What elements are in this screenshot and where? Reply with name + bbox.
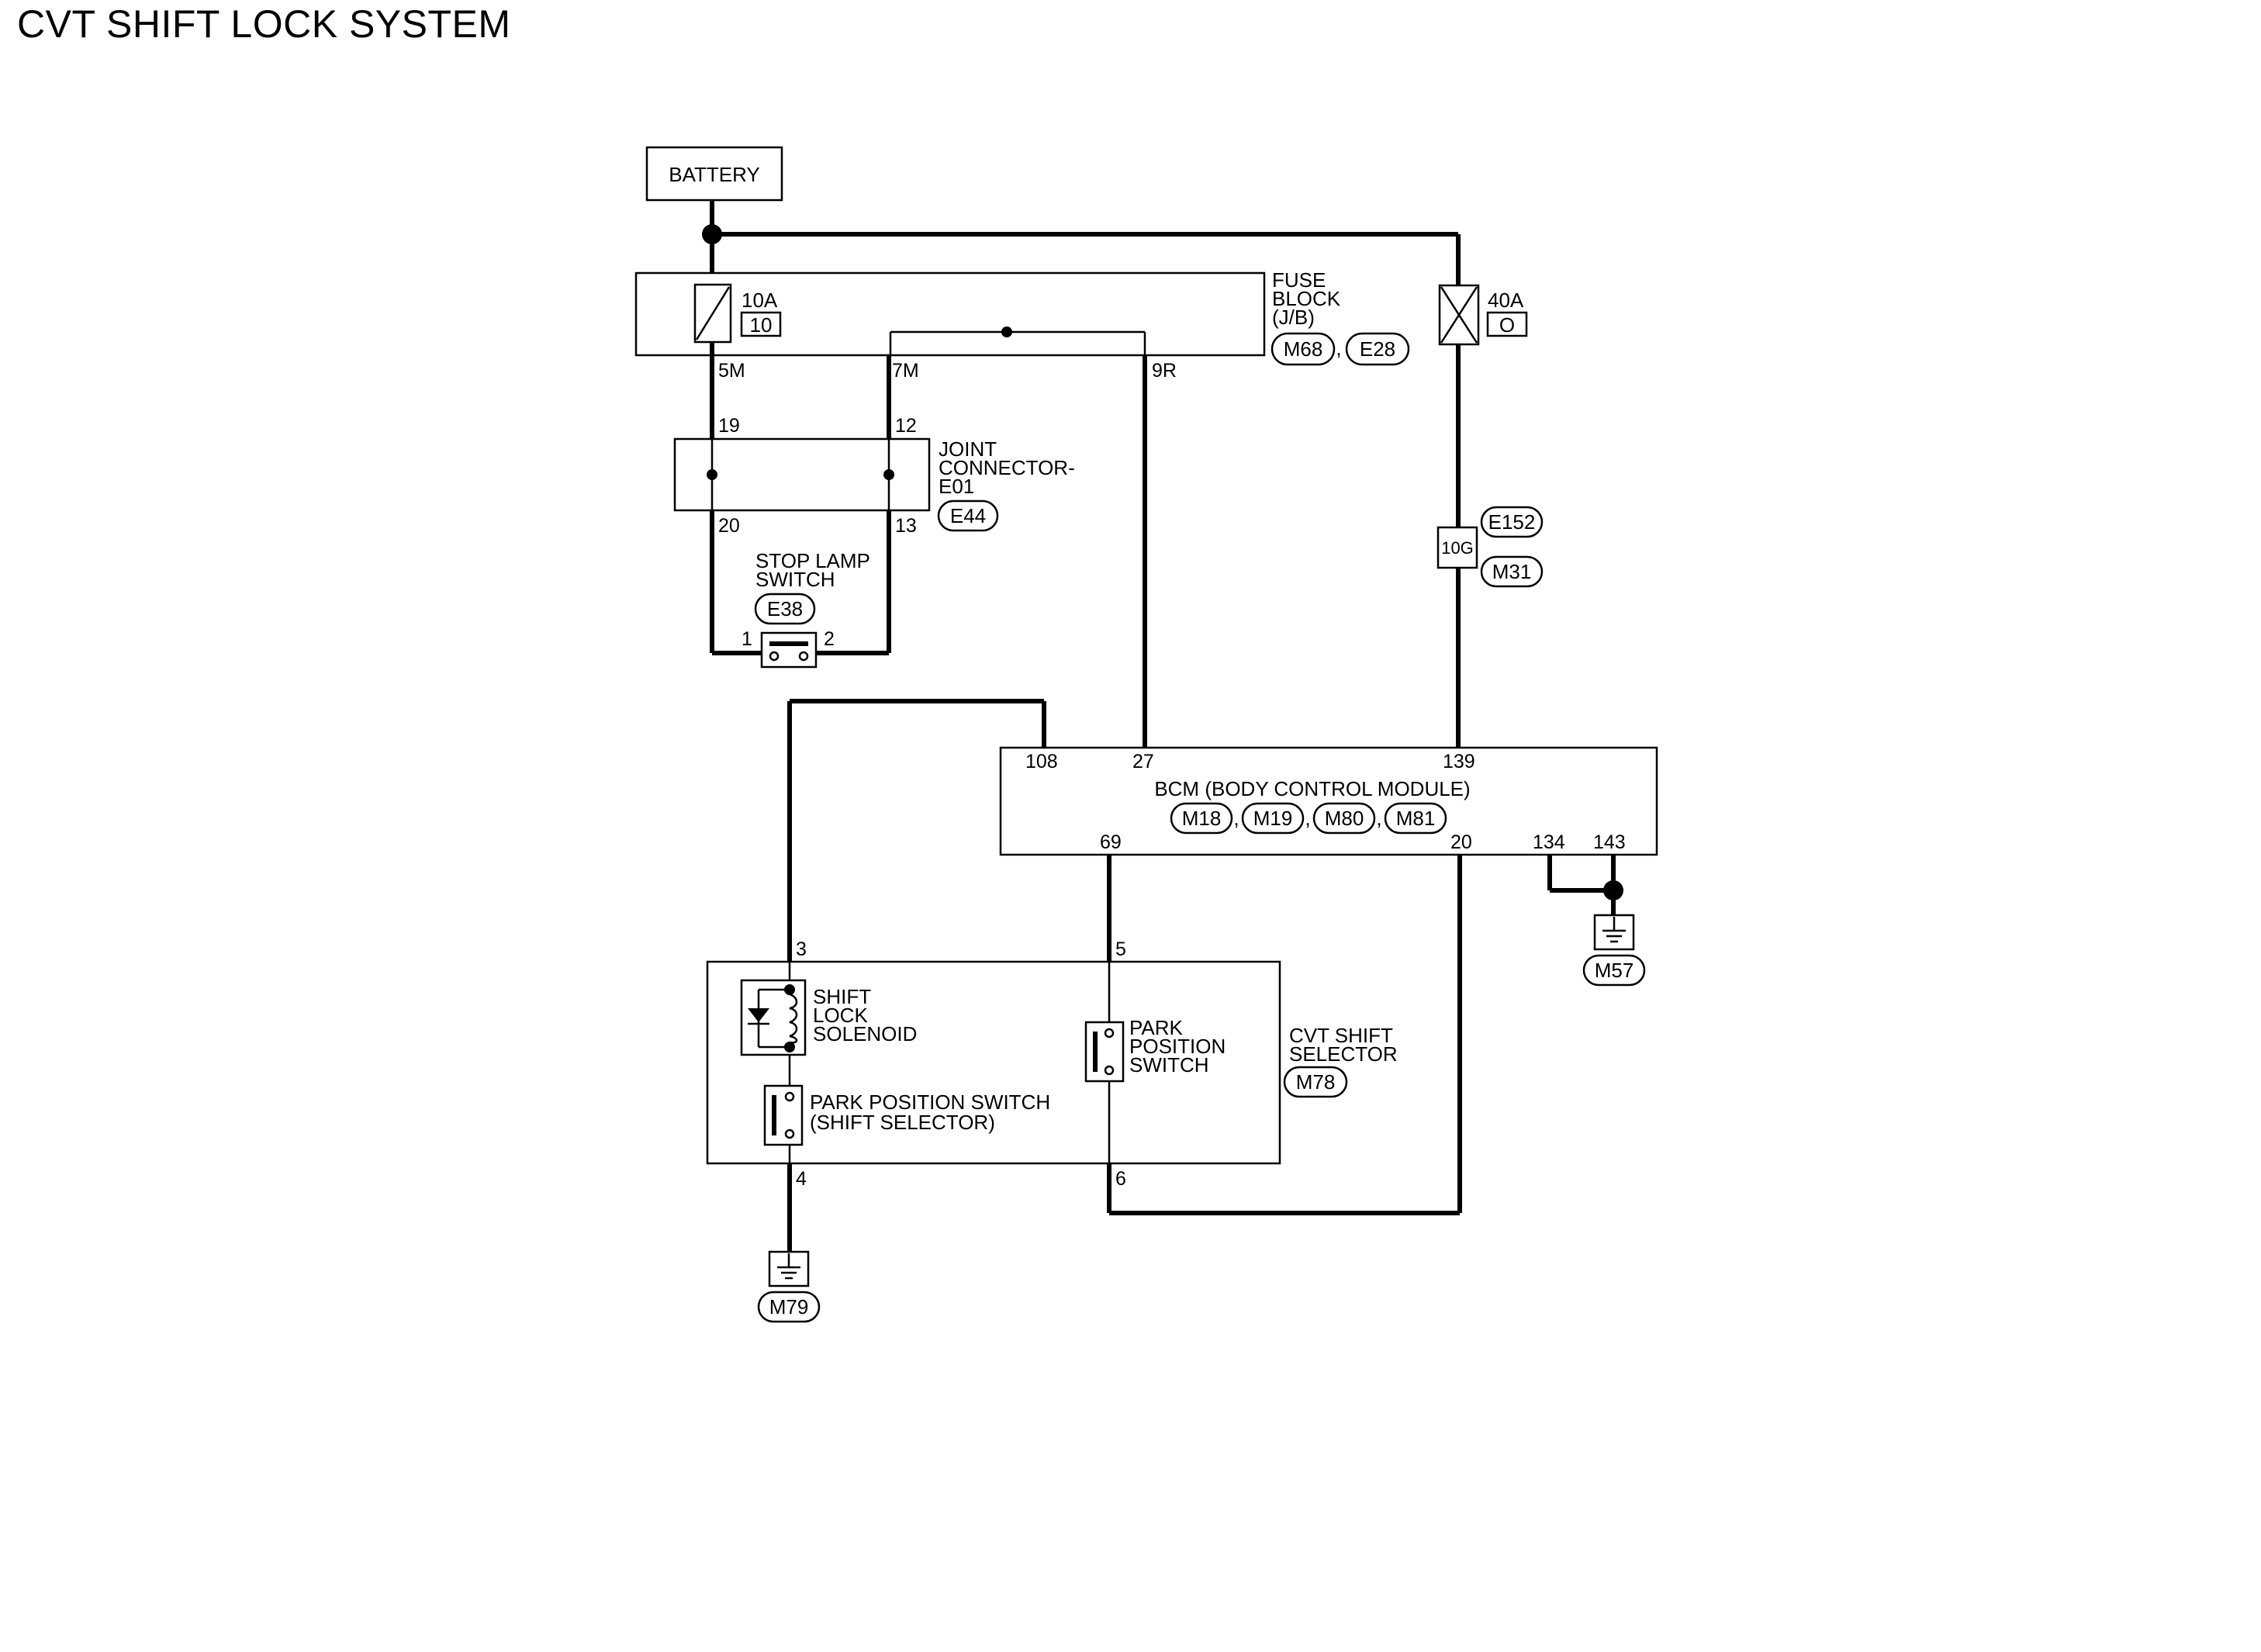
joint-pin-13: 13 [895, 515, 917, 537]
stop-lamp-switch: 1 2 STOP LAMP SWITCH E38 [710, 510, 891, 669]
ground-m57: M57 [1547, 855, 1646, 987]
wire-bcm-20-to-selector-6 [1107, 855, 1462, 1215]
stop-lamp-pin-2: 2 [824, 628, 835, 650]
joint-connector-label-2: CONNECTOR- [939, 456, 1075, 479]
bcm-pin-143: 143 [1593, 831, 1626, 853]
park-position-switch: PARK POSITION SWITCH [1084, 962, 1226, 1163]
terminal-9r: 9R [1152, 360, 1177, 382]
fuse-10a: 10A 10 [693, 283, 782, 344]
joint-connector-e44: E44 [950, 504, 986, 527]
inline-connector-e152: E152 [1488, 510, 1536, 534]
bcm-pin-134: 134 [1533, 831, 1565, 853]
bcm: 108 27 139 BCM (BODY CONTROL MODULE) M18… [999, 746, 1658, 856]
stop-lamp-e38: E38 [767, 597, 803, 620]
selector-pin-5: 5 [1115, 938, 1126, 960]
selector-label-1: CVT SHIFT [1289, 1024, 1393, 1047]
fuse-block-label-2: BLOCK [1272, 287, 1341, 310]
bcm-pin-108: 108 [1025, 751, 1058, 772]
fuse-block-connector-m68: M68 [1284, 337, 1323, 361]
page-title: CVT SHIFT LOCK SYSTEM [17, 2, 511, 46]
park-switch-label-1: PARK [1129, 1016, 1184, 1039]
fuse-40a: 40A O [1438, 284, 1528, 346]
shift-lock-label-1: SHIFT [813, 985, 871, 1008]
bcm-pin-69: 69 [1100, 831, 1122, 853]
wire-bcm-108-to-selector-3 [787, 699, 1046, 962]
bcm-separator-3: , [1376, 807, 1381, 830]
bcm-pin-20: 20 [1450, 831, 1472, 853]
joint-pin-19: 19 [718, 415, 740, 437]
fuse-block-label-3: (J/B) [1272, 306, 1315, 329]
stop-lamp-label-2: SWITCH [755, 568, 835, 591]
jb-to-joint-wires [710, 342, 891, 439]
battery: BATTERY [645, 146, 783, 202]
bcm-pin-27: 27 [1132, 751, 1154, 772]
selector-m78: M78 [1296, 1070, 1336, 1094]
inline-connector-pin-10g: 10G [1441, 538, 1474, 558]
ground-m79-label: M79 [769, 1295, 809, 1318]
joint-connector-label-1: JOINT [939, 437, 997, 461]
fuse-10a-rating: 10A [742, 289, 778, 312]
park-position-switch-shift-selector: PARK POSITION SWITCH (SHIFT SELECTOR) [763, 1055, 1050, 1163]
park-switch-label-3: SWITCH [1129, 1053, 1209, 1077]
joint-connector: 19 12 20 13 JOINT CONNECTOR- E01 E44 [673, 415, 1075, 537]
inline-connector: 10G E152 M31 [1436, 344, 1544, 748]
battery-feed-wires [702, 200, 1461, 285]
selector-label-2: SELECTOR [1289, 1042, 1398, 1066]
park-switch-label-2: POSITION [1129, 1035, 1226, 1058]
shift-lock-label-3: SOLENOID [813, 1022, 917, 1045]
terminal-7m: 7M [892, 360, 919, 382]
fuse-block-internal-bus [889, 327, 1146, 355]
selector-pin-4: 4 [796, 1168, 807, 1190]
bcm-separator-2: , [1305, 807, 1310, 830]
ground-m79: M79 [757, 1163, 821, 1323]
battery-label: BATTERY [669, 163, 760, 186]
fuse-block-label-1: FUSE [1272, 268, 1326, 292]
cvt-shift-selector: 3 5 4 6 CVT SHIFT SELECTOR M78 [706, 938, 1398, 1190]
fuse-10a-number: 10 [750, 313, 773, 337]
fuse-block-connector-e28: E28 [1360, 337, 1395, 361]
bcm-connector-m81: M81 [1396, 807, 1436, 830]
park-switch-selector-label-1: PARK POSITION SWITCH [810, 1090, 1050, 1114]
park-switch-selector-label-2: (SHIFT SELECTOR) [810, 1111, 995, 1134]
bcm-connector-m18: M18 [1182, 807, 1222, 830]
shift-lock-solenoid: SHIFT LOCK SOLENOID [740, 962, 917, 1056]
fuse-40a-rating: 40A [1488, 289, 1524, 312]
shift-lock-label-2: LOCK [813, 1004, 868, 1027]
stop-lamp-label-1: STOP LAMP [755, 549, 870, 572]
bcm-label: BCM (BODY CONTROL MODULE) [1154, 777, 1470, 800]
bcm-connector-m19: M19 [1253, 807, 1293, 830]
bcm-connector-m80: M80 [1325, 807, 1364, 830]
joint-connector-label-3: E01 [939, 475, 974, 498]
bcm-separator-1: , [1233, 807, 1239, 830]
bcm-pin-139: 139 [1443, 751, 1475, 772]
ground-m57-label: M57 [1595, 959, 1634, 982]
joint-pin-20: 20 [718, 515, 740, 537]
terminal-5m: 5M [718, 360, 745, 382]
selector-pin-6: 6 [1115, 1168, 1126, 1190]
inline-connector-m31: M31 [1492, 560, 1532, 583]
joint-pin-12: 12 [895, 415, 917, 437]
stop-lamp-pin-1: 1 [742, 628, 752, 650]
selector-pin-3: 3 [796, 938, 807, 960]
fuse-40a-number: O [1499, 313, 1515, 337]
fuse-block-connector-separator: , [1336, 337, 1341, 360]
